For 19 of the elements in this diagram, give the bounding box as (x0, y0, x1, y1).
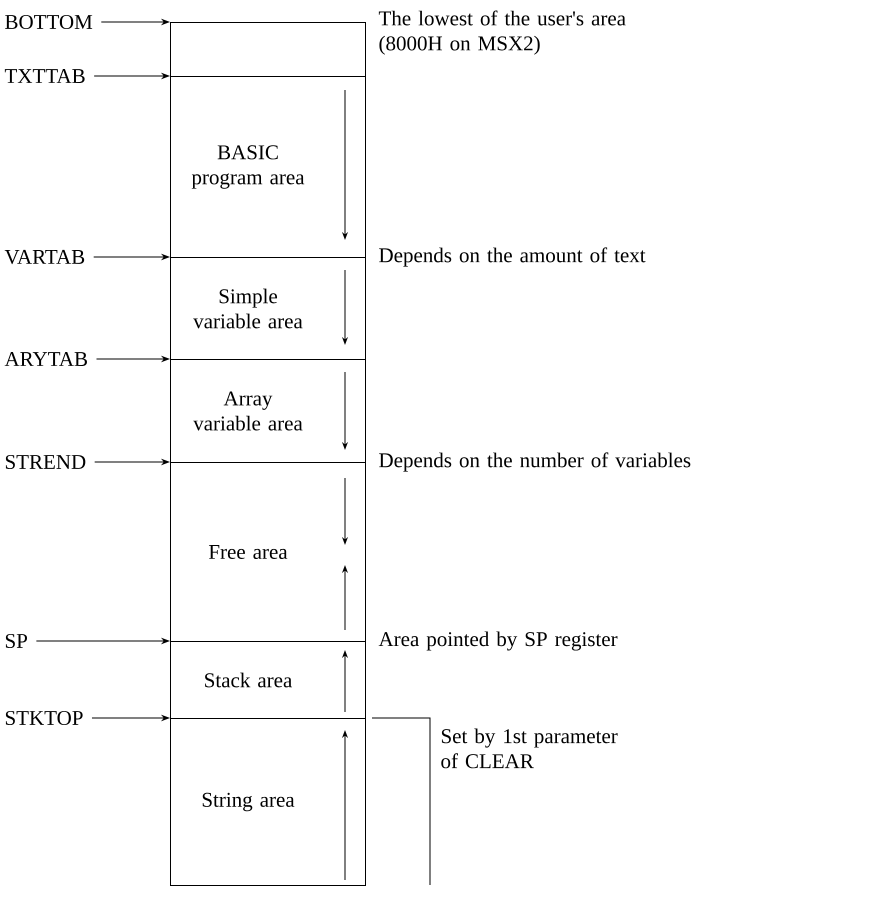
memory-region: String area (170, 718, 366, 886)
note: Depends on the number of variables (379, 452, 690, 472)
empty-region (170, 22, 366, 77)
note: Set by 1st parameter of CLEAR (441, 728, 618, 768)
pointer-name: VARTAB (4, 250, 84, 264)
note: The lowest of the user's area (8000H on MSX2) (378, 10, 626, 55)
memory-region: BASIC program area (170, 76, 366, 258)
note: Area pointed by SP register (378, 631, 618, 651)
memory-region: Simple variable area (170, 257, 366, 360)
pointer-name: STREND (6, 454, 86, 470)
pointer-name: ARYTAB (4, 352, 87, 366)
memory-region: Stack area (170, 641, 366, 719)
pointer-name: SP (6, 634, 28, 648)
memory-region: Array variable area (170, 359, 366, 463)
pointer-name: STKTOP (6, 710, 83, 726)
memory-region: Free area (170, 462, 366, 642)
pointer-name: TXTTAB (4, 69, 85, 83)
note: Depends on the amount of text (379, 247, 646, 267)
pointer-name: BOTTOM (5, 14, 92, 30)
